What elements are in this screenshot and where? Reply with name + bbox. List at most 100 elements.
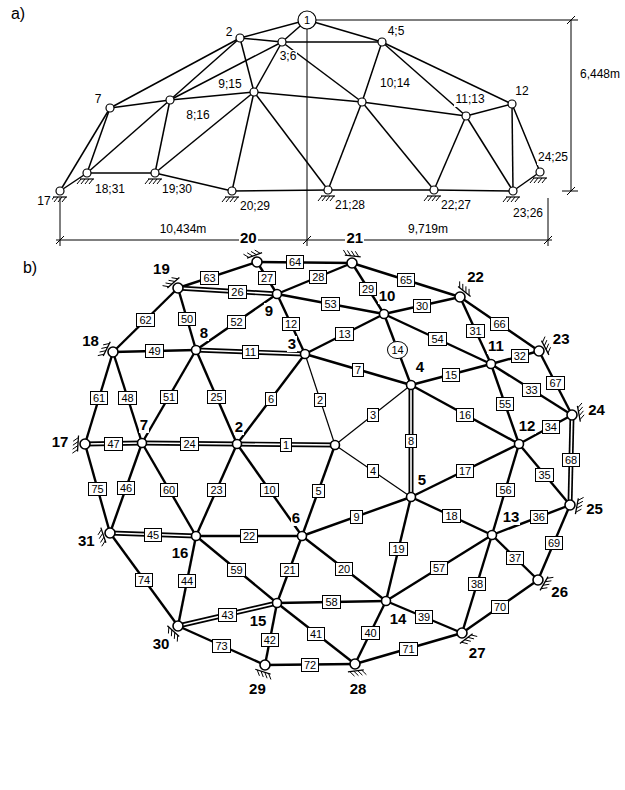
member-number: 18: [445, 510, 457, 522]
support-hatch: [230, 197, 234, 202]
support-hatch: [326, 196, 330, 201]
member-number-box: 4: [367, 464, 379, 478]
joint: [515, 440, 524, 449]
member-number: 48: [121, 392, 133, 404]
bar: [409, 385, 414, 497]
member-number: 58: [325, 596, 337, 608]
support-hatch: [576, 509, 582, 512]
member-number-box: 63: [200, 271, 218, 285]
support-hatch: [471, 635, 477, 637]
bar: [434, 190, 513, 191]
support-hatch: [534, 178, 538, 183]
member-number-box: 20: [335, 562, 353, 576]
member-number-box: 19: [389, 542, 407, 556]
support-hatch: [503, 197, 507, 202]
member-number-box: 33: [522, 383, 540, 397]
member-number-box: 17: [456, 464, 474, 478]
support-hatch: [318, 196, 322, 201]
joint: [487, 360, 496, 369]
joint: [273, 599, 282, 608]
member-number: 15: [445, 369, 457, 381]
member-number-box: 52: [227, 315, 245, 329]
bar: [491, 364, 519, 444]
bar: [277, 294, 384, 314]
support-hatch: [101, 537, 104, 542]
member-number-box: 56: [496, 483, 514, 497]
member-number-box: 9: [350, 510, 362, 524]
support-symbol: [503, 197, 520, 202]
support-line: [533, 177, 547, 178]
bar: [196, 536, 277, 603]
support-hatch: [257, 670, 259, 676]
support-symbol: [98, 528, 106, 547]
joint-number: 2: [225, 26, 234, 39]
member-number-circle: 14: [387, 341, 407, 359]
member-number-box: 57: [430, 561, 448, 575]
joint: [151, 169, 159, 177]
joint: [298, 532, 307, 541]
member-number: 61: [93, 392, 105, 404]
support-hatch: [462, 284, 463, 290]
member-number: 36: [533, 511, 545, 523]
bar: [282, 41, 382, 43]
joint-number: 24: [587, 402, 606, 419]
support-hatch: [358, 671, 363, 675]
bar: [305, 354, 335, 445]
joint: [567, 410, 577, 420]
support-hatch: [544, 340, 547, 346]
member-number-box: 65: [397, 273, 415, 287]
member-number: 73: [215, 640, 227, 652]
joint: [462, 112, 470, 120]
member-number-box: 25: [207, 390, 225, 404]
support-hatch: [541, 587, 547, 589]
bar: [113, 352, 142, 443]
member-number: 63: [203, 272, 215, 284]
joint: [105, 528, 115, 538]
bar: [178, 626, 265, 665]
support-line: [148, 178, 162, 179]
bar: [362, 102, 434, 190]
bar: [237, 354, 305, 444]
member-number: 1: [283, 439, 289, 451]
dimension-line: [56, 236, 64, 244]
joint-number: 10;14: [379, 77, 411, 90]
member-number-box: 15: [442, 368, 460, 382]
bar: [113, 288, 178, 352]
member-number: 31: [469, 325, 481, 337]
member-number: 50: [181, 313, 193, 325]
member-number-box: 75: [88, 482, 106, 496]
member-number-box: 13: [335, 327, 353, 341]
bar: [466, 116, 513, 191]
joint-number: 17: [36, 195, 51, 208]
dimension-line: [56, 240, 552, 241]
joint-number: 1: [304, 14, 310, 26]
member-number-box: 1: [280, 438, 292, 452]
member-number-box: 66: [490, 317, 508, 331]
support-hatch: [73, 438, 78, 442]
support-line: [53, 196, 67, 197]
support-hatch: [543, 584, 549, 586]
member-number: 43: [221, 609, 233, 621]
joint-number: 3;6: [279, 50, 298, 63]
support-hatch: [166, 283, 172, 284]
member-number: 41: [310, 628, 322, 640]
bar: [362, 42, 382, 102]
support-hatch: [100, 351, 106, 352]
elevation-view: [50, 11, 578, 246]
support-hatch: [85, 179, 89, 184]
member-number: 75: [91, 483, 103, 495]
joint: [273, 290, 282, 299]
member-number-box: 73: [212, 639, 230, 653]
support-hatch: [172, 278, 178, 279]
joint-number: 12: [518, 418, 537, 435]
joint-number: 4;5: [387, 25, 406, 38]
support-hatch: [98, 354, 104, 355]
member-number: 11: [245, 346, 256, 358]
member-number-box: 37: [506, 551, 524, 565]
member-number: 74: [138, 574, 150, 586]
member-number-box: 43: [218, 608, 236, 622]
member-number: 27: [261, 272, 273, 284]
member-number-box: 59: [227, 563, 245, 577]
joint: [298, 11, 316, 29]
support-hatch: [99, 533, 102, 538]
